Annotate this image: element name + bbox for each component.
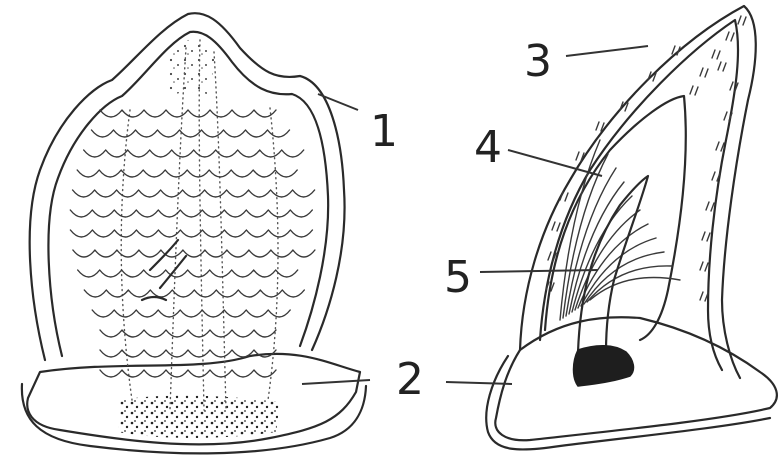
spine-tick [726, 32, 734, 41]
scallop-row [84, 290, 304, 297]
right-basal-plug [574, 346, 634, 386]
right-basal-plate [495, 317, 777, 440]
scallop-row [100, 370, 276, 377]
scallop-row [73, 190, 315, 197]
label-2-group: 2 [302, 354, 512, 405]
scallop-row [70, 210, 312, 217]
label-5-group: 5 [444, 252, 598, 303]
scallop-row [70, 230, 312, 237]
spine-tick [716, 142, 724, 151]
scallop-row [100, 110, 276, 117]
spine-tick [738, 16, 746, 25]
spine-tick [700, 292, 708, 301]
spine-tick [690, 86, 698, 95]
label-1-group: 1 [318, 94, 398, 157]
label-3: 3 [524, 36, 552, 87]
spine-tick [702, 232, 710, 241]
scallop-row [92, 310, 290, 317]
spine-tick [700, 262, 708, 271]
label-4: 4 [474, 122, 502, 173]
label-3-group: 3 [524, 36, 648, 87]
label-2: 2 [396, 354, 424, 405]
scallop-row [100, 330, 276, 337]
scallop-row [77, 170, 297, 177]
left-scale-figure [22, 13, 366, 453]
scallop-row [92, 130, 290, 137]
spine-tick [718, 62, 726, 71]
spine-tick [706, 202, 714, 211]
label-5: 5 [444, 252, 472, 303]
label-4-group: 4 [474, 122, 602, 176]
right-spine-striations [546, 16, 746, 301]
scallop-row [78, 270, 298, 277]
left-base-dark-band [118, 396, 280, 438]
scallop-row [84, 150, 304, 157]
right-pulp-canal [578, 176, 648, 352]
spine-tick [700, 68, 708, 77]
spine-tick [712, 50, 720, 59]
label-1: 1 [370, 106, 398, 157]
spine-tick [552, 222, 560, 231]
